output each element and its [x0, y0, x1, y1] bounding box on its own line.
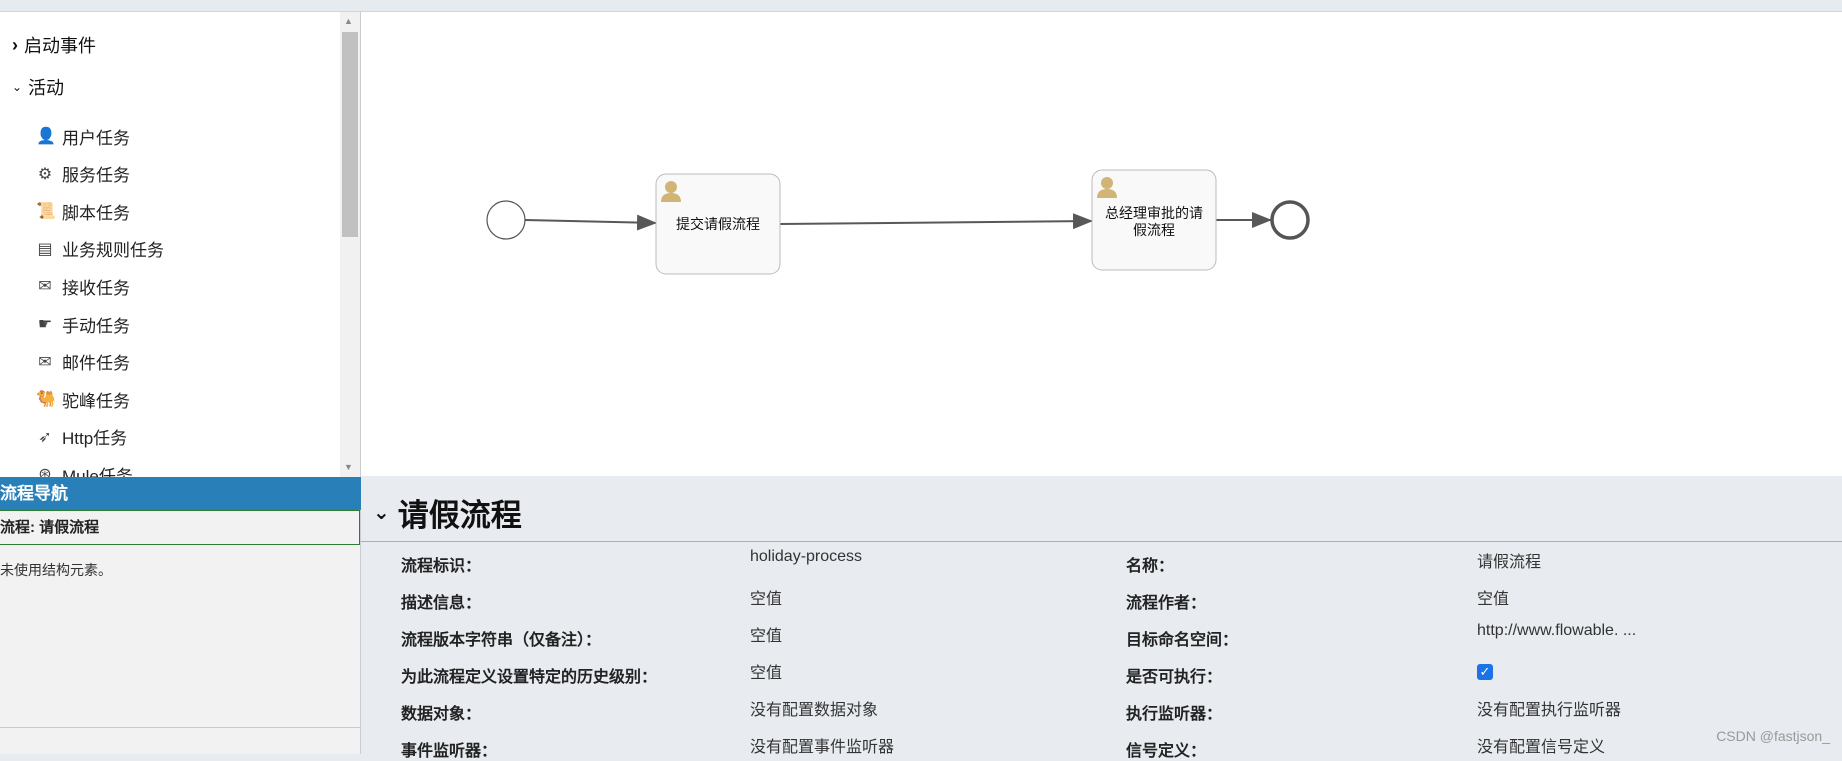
- palette-item-label: 脚本任务: [62, 203, 130, 223]
- mule-icon: ⊛: [38, 466, 52, 477]
- property-value[interactable]: http://www.flowable. ...: [1477, 622, 1637, 639]
- navigator-note: 未使用结构元素。: [0, 562, 112, 578]
- property-value[interactable]: 请假流程: [1477, 554, 1542, 571]
- table-icon: ▤: [37, 240, 53, 258]
- properties-header[interactable]: ⌄ 请假流程: [373, 490, 522, 535]
- palette-item[interactable]: ✉ 邮件任务: [36, 350, 130, 374]
- divider: [0, 727, 360, 728]
- property-label: 信号定义：: [1126, 743, 1207, 760]
- top-bar: [0, 0, 1842, 12]
- property-label: 流程作者：: [1126, 595, 1207, 612]
- diagram-canvas[interactable]: 提交请假流程 总经理审批的请 假流程: [361, 12, 1842, 476]
- process-title: 请假流程: [397, 498, 522, 533]
- divider: [361, 541, 1842, 542]
- property-value[interactable]: 空值: [1477, 591, 1510, 608]
- gear-icon: ⚙: [37, 165, 53, 183]
- scroll-down-icon[interactable]: ▼: [344, 462, 353, 472]
- property-value[interactable]: 空值: [750, 591, 783, 608]
- camel-icon: 🐫: [36, 391, 56, 409]
- palette-item[interactable]: 🐫 驼峰任务: [36, 387, 130, 411]
- palette-item-label: Mule任务: [62, 466, 133, 477]
- navigator-item-process[interactable]: 流程: 请假流程: [0, 510, 360, 545]
- user-icon: [661, 181, 681, 202]
- rocket-icon: ➶: [38, 428, 52, 446]
- task-label-line2: 假流程: [1133, 222, 1175, 238]
- palette-item[interactable]: ➶ Http任务: [36, 425, 127, 449]
- scrollbar-thumb[interactable]: [342, 32, 358, 237]
- property-value[interactable]: 没有配置信号定义: [1477, 739, 1606, 756]
- property-label: 名称：: [1126, 558, 1175, 575]
- user-icon: 👤: [36, 128, 56, 145]
- palette-item-label: 用户任务: [62, 128, 130, 148]
- executable-checkbox[interactable]: ✓: [1477, 664, 1493, 680]
- user-task-1[interactable]: 提交请假流程: [655, 173, 781, 275]
- palette-item[interactable]: ⚙ 服务任务: [36, 162, 130, 186]
- palette-item[interactable]: ✉ 接收任务: [36, 274, 130, 298]
- palette-scrollbar[interactable]: ▲ ▼: [340, 12, 360, 477]
- scroll-up-icon[interactable]: ▲: [344, 16, 353, 26]
- sequence-flow-1[interactable]: [524, 214, 657, 231]
- end-event[interactable]: [1270, 200, 1310, 240]
- palette-item-label: 驼峰任务: [62, 391, 130, 411]
- palette-item-label: 服务任务: [62, 166, 130, 186]
- palette-item-label: Http任务: [62, 429, 128, 449]
- hand-icon: ☛: [37, 316, 53, 333]
- palette-item[interactable]: ☛ 手动任务: [36, 312, 130, 336]
- palette-group-start-events[interactable]: ›启动事件: [12, 34, 96, 57]
- task-label: 提交请假流程: [676, 216, 760, 232]
- property-label: 流程版本字符串（仅备注）：: [401, 632, 602, 649]
- property-label: 为此流程定义设置特定的历史级别：: [401, 669, 658, 686]
- chevron-down-icon: ⌄: [12, 80, 23, 94]
- property-value[interactable]: 没有配置执行监听器: [1477, 702, 1622, 719]
- script-icon: 📜: [36, 203, 56, 221]
- navigator-title: 流程导航: [0, 477, 361, 510]
- palette-item[interactable]: 👤 用户任务: [36, 124, 130, 148]
- envelope-icon: ✉: [38, 353, 52, 371]
- property-label: 事件监听器：: [401, 743, 498, 760]
- chevron-down-icon: ⌄: [373, 502, 390, 524]
- shape-palette: ›启动事件 ⌄活动 👤 用户任务 ⚙ 服务任务 📜 脚本任务 ▤ 业务规则任务 ✉ 接收任务 ☛ 手动…: [0, 12, 360, 477]
- palette-item-label: 手动任务: [62, 316, 130, 336]
- property-value[interactable]: 没有配置数据对象: [750, 702, 879, 719]
- left-panel: ›启动事件 ⌄活动 👤 用户任务 ⚙ 服务任务 📜 脚本任务 ▤ 业务规则任务 ✉ 接收任务 ☛ 手动…: [0, 12, 361, 754]
- property-label: 是否可执行：: [1126, 669, 1223, 686]
- palette-group-activities[interactable]: ⌄活动: [12, 78, 65, 98]
- palette-item-label: 邮件任务: [62, 354, 130, 374]
- property-value[interactable]: 空值: [750, 628, 783, 645]
- start-event[interactable]: [486, 200, 526, 240]
- envelope-open-icon: ✉: [38, 278, 52, 296]
- user-icon: [1097, 177, 1117, 198]
- palette-item-label: 业务规则任务: [62, 241, 164, 261]
- task-label-line1: 总经理审批的请: [1105, 205, 1203, 221]
- chevron-right-icon: ›: [12, 34, 18, 55]
- palette-item[interactable]: 📜 脚本任务: [36, 199, 130, 223]
- property-value[interactable]: holiday-process: [750, 548, 863, 565]
- palette-item[interactable]: ⊛ Mule任务: [36, 462, 133, 477]
- property-value[interactable]: ✓: [1477, 663, 1493, 681]
- property-label: 目标命名空间：: [1126, 632, 1239, 649]
- property-label: 数据对象：: [401, 706, 482, 723]
- property-label: 流程标识：: [401, 558, 482, 575]
- property-value[interactable]: 空值: [750, 665, 783, 682]
- property-label: 描述信息：: [401, 595, 482, 612]
- property-value[interactable]: 没有配置事件监听器: [750, 739, 895, 756]
- watermark: CSDN @fastjson_: [1716, 728, 1830, 744]
- user-task-2[interactable]: 总经理审批的请 假流程: [1091, 169, 1217, 271]
- property-label: 执行监听器：: [1126, 706, 1223, 723]
- palette-item[interactable]: ▤ 业务规则任务: [36, 237, 164, 261]
- palette-item-label: 接收任务: [62, 278, 130, 298]
- sequence-flow-2[interactable]: [779, 213, 1093, 230]
